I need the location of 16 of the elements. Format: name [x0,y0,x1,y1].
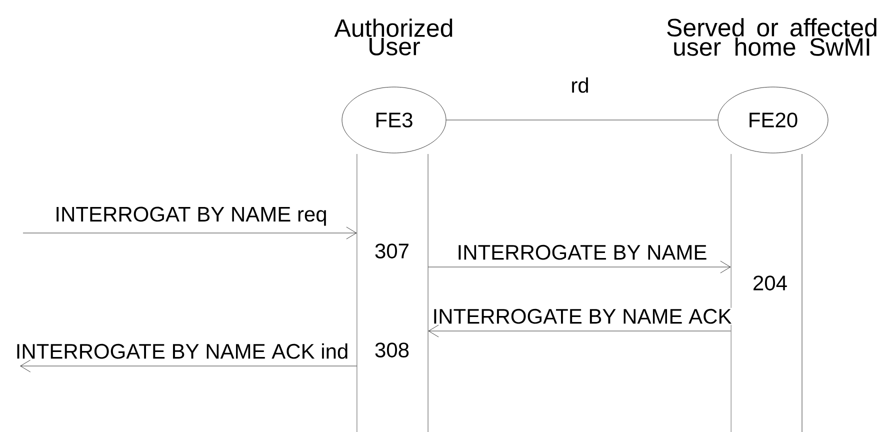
edge-label: INTERROGAT BY NAME req [54,206,328,227]
lifeline [730,154,802,432]
edge-label: INTERROGATE BY NAME ACK [431,308,733,325]
reference-number: 204 [754,276,787,290]
lifeline [356,154,428,432]
reference-number: 307 [375,244,408,258]
edge-label: rd [570,76,590,94]
message-arrow [428,324,731,338]
edge-label: INTERROGATE BY NAME ACK ind [14,342,350,360]
message-arrow [20,360,357,372]
message-arrow [22,226,357,240]
lifeline-heading: Authorized User [334,18,452,56]
edge-label: INTERROGATE BY NAME [456,244,708,261]
message-arrow [428,260,731,274]
lifeline-heading: Served or affected user home SwMI [667,18,876,56]
reference-number: 308 [375,342,409,358]
